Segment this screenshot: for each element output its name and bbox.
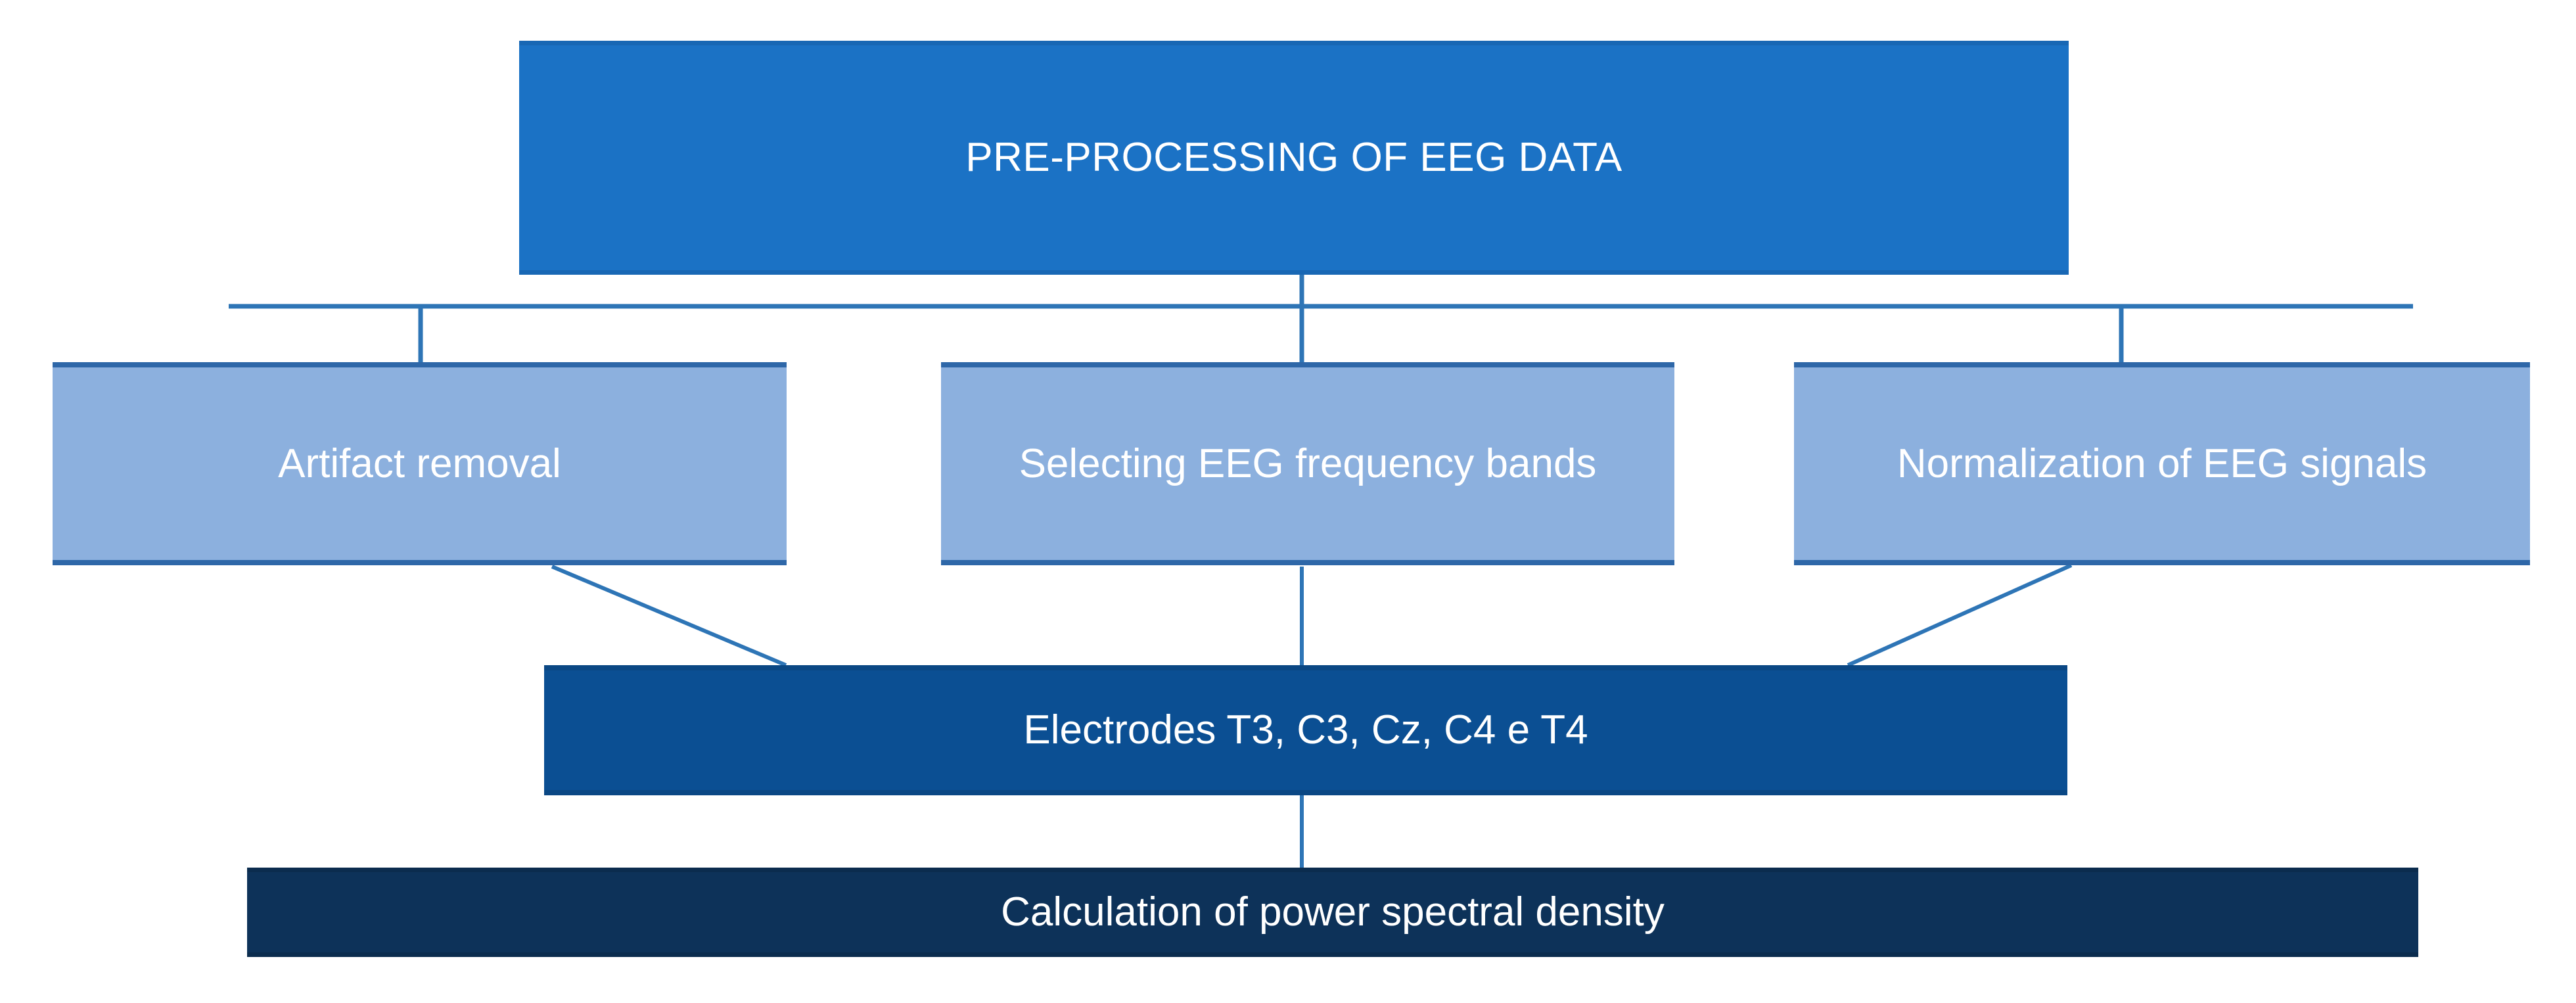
node-step-2-label: Selecting EEG frequency bands [1019, 440, 1597, 486]
node-calculation-of-power-spectral-density: Calculation of power spectral density [247, 868, 2418, 957]
node-title-label: PRE-PROCESSING OF EEG DATA [965, 135, 1622, 181]
node-electrodes-label: Electrodes T3, C3, Cz, C4 e T4 [1023, 707, 1588, 753]
node-step-1-label: Artifact removal [278, 440, 561, 486]
node-pre-processing-of-eeg-data: PRE-PROCESSING OF EEG DATA [519, 41, 2069, 275]
node-artifact-removal: Artifact removal [53, 362, 787, 565]
node-normalization-of-eeg-signals: Normalization of EEG signals [1794, 362, 2530, 565]
node-electrodes: Electrodes T3, C3, Cz, C4 e T4 [544, 665, 2067, 795]
connector-step-3-to-electrodes [1847, 563, 2073, 667]
connector-step-1-to-electrodes [551, 565, 787, 667]
node-selecting-eeg-frequency-bands: Selecting EEG frequency bands [941, 362, 1674, 565]
node-result-label: Calculation of power spectral density [1001, 889, 1665, 935]
node-step-3-label: Normalization of EEG signals [1897, 440, 2427, 486]
